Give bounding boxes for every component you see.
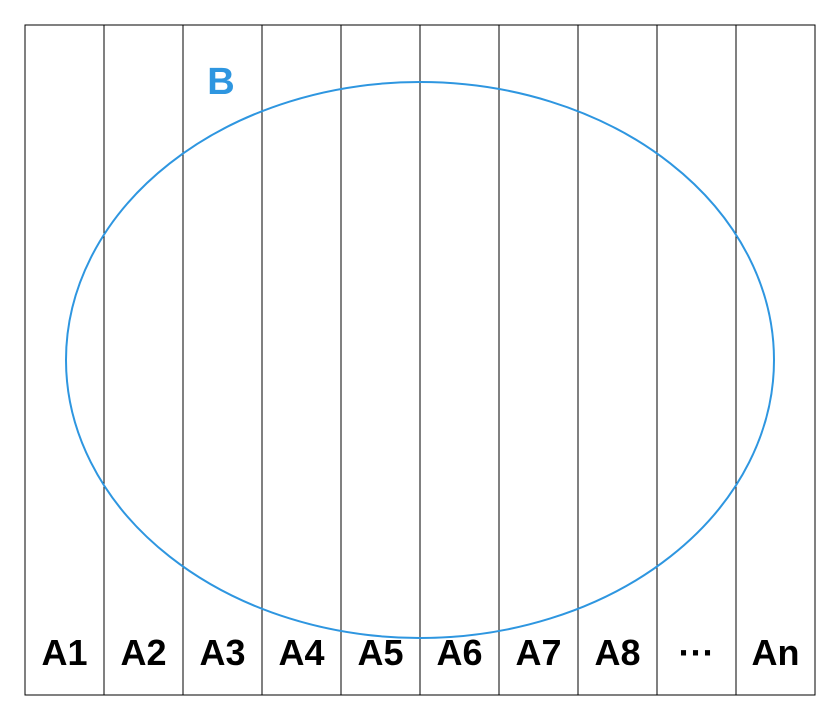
partition-label: A2	[120, 632, 166, 673]
partition-label: A5	[357, 632, 403, 673]
partitions: A1 A2 A3 A4 A5 A6 A7 A8 ··· An	[24, 24, 816, 696]
partition-label: A8	[594, 632, 640, 673]
partition-label: An	[752, 632, 800, 673]
partition-label: A7	[515, 632, 561, 673]
set-b-label: B	[207, 61, 234, 103]
partition-label: A4	[278, 632, 324, 673]
partition-label: A1	[41, 632, 87, 673]
partition-label: A3	[199, 632, 245, 673]
partition-label: A6	[436, 632, 482, 673]
set-b-ellipse	[65, 81, 775, 639]
partition-label: ···	[679, 632, 715, 673]
